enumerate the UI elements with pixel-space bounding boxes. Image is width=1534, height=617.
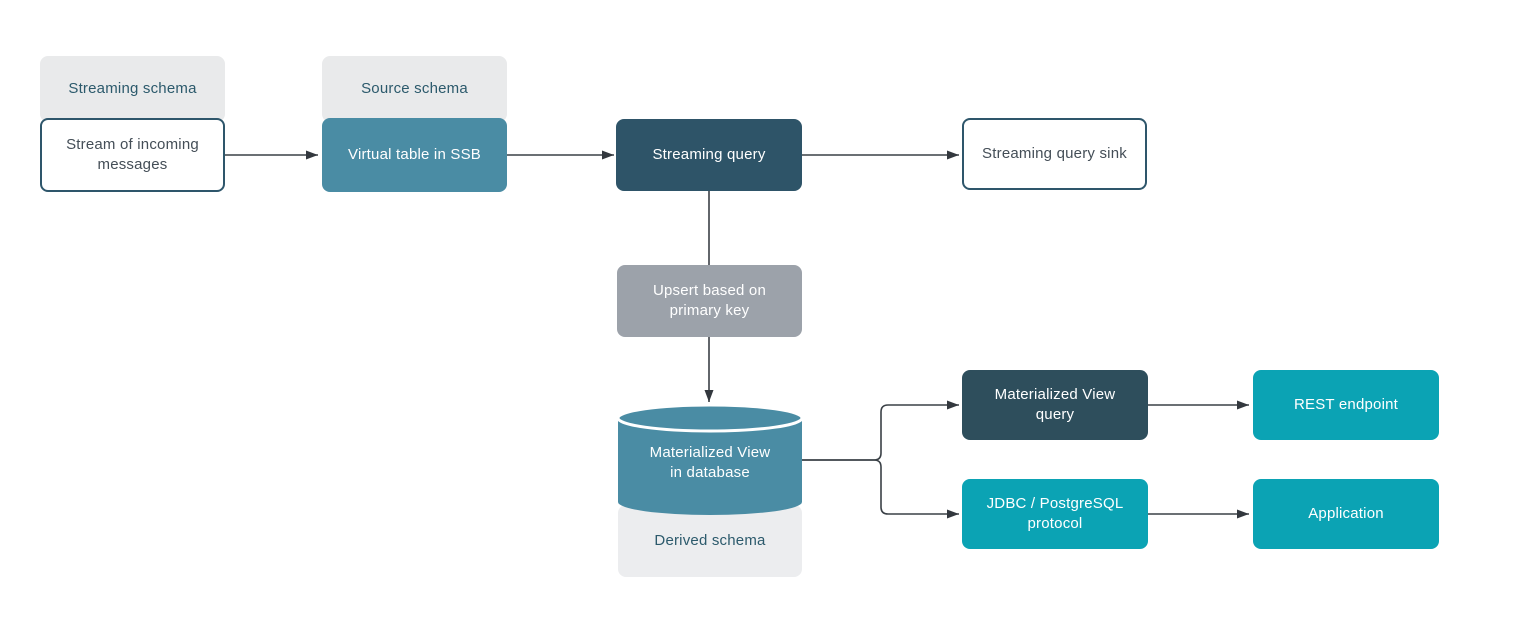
source-schema-label: Source schema: [322, 56, 507, 122]
application-node: Application: [1253, 479, 1439, 549]
jdbc-postgresql-protocol-node: JDBC / PostgreSQL protocol: [962, 479, 1148, 549]
streaming-query-sink-node: Streaming query sink: [962, 118, 1147, 190]
streaming-schema-label: Streaming schema: [40, 56, 225, 122]
derived-schema-label: Derived schema: [618, 505, 802, 577]
rest-endpoint-node: REST endpoint: [1253, 370, 1439, 440]
connector-database-to-jdbc: [802, 459, 959, 519]
upsert-node: Upsert based on primary key: [617, 265, 802, 337]
materialized-view-in-database-node: Materialized View in database: [649, 443, 771, 481]
stream-of-incoming-messages-node: Stream of incoming messages: [40, 118, 225, 192]
streaming-query-node: Streaming query: [616, 119, 802, 191]
virtual-table-in-ssb-node: Virtual table in SSB: [322, 118, 507, 192]
materialized-view-query-node: Materialized View query: [962, 370, 1148, 440]
database-cylinder-icon: [618, 404, 802, 515]
connector-database-to-mv-query: [802, 400, 959, 461]
